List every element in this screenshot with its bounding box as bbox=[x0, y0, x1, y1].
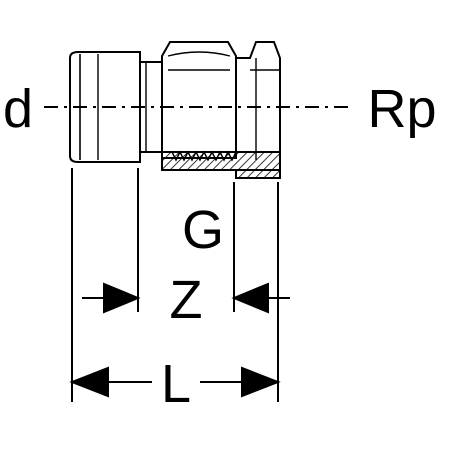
press-end bbox=[69, 51, 141, 163]
l-dimension bbox=[69, 366, 281, 398]
label-g: G bbox=[182, 200, 224, 260]
extension-lines bbox=[71, 168, 279, 402]
label-l: L bbox=[161, 354, 191, 414]
hex-chamfer bbox=[167, 51, 231, 57]
z-dimension bbox=[82, 282, 290, 314]
internal-thread bbox=[171, 150, 237, 162]
z-arrow-left-head bbox=[103, 282, 141, 314]
section-hatch bbox=[161, 150, 281, 179]
l-arrow-right-head bbox=[241, 366, 281, 398]
label-z: Z bbox=[170, 270, 203, 330]
hex-nut bbox=[161, 41, 237, 159]
label-d: d bbox=[3, 79, 33, 139]
l-arrow-left-head bbox=[69, 366, 109, 398]
z-arrow-right-head bbox=[231, 282, 269, 314]
label-rp: Rp bbox=[367, 79, 436, 139]
